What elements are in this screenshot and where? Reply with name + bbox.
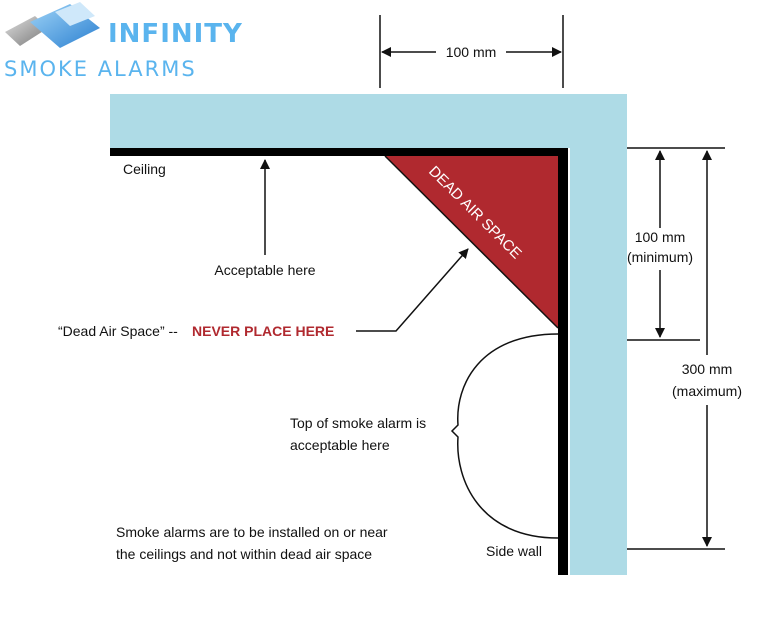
line1-text: INFINITY [108, 19, 243, 49]
top-dimension [379, 15, 564, 88]
min-value-text: 100 mm [635, 229, 686, 245]
line2-text: SMOKE ALARMS [4, 57, 197, 81]
wall-structure [570, 94, 627, 575]
company-logo: INFINITY SMOKE ALARMS [4, 2, 243, 81]
max-value-text: 300 mm [682, 361, 733, 377]
wall-acceptable-line2-text: acceptable here [290, 437, 390, 453]
ceiling-line [110, 148, 568, 156]
acceptable-wall-zone-bracket [450, 333, 559, 539]
note-line2-text: the ceilings and not within dead air spa… [116, 546, 372, 562]
dead-air-prefix-text: “Dead Air Space” -- [58, 323, 178, 339]
max-label-text: (maximum) [672, 383, 742, 399]
acceptable-here-text: Acceptable here [214, 262, 315, 278]
top-dimension-text: 100 mm [446, 44, 497, 60]
right-dimensions [627, 147, 725, 550]
side-wall-line [558, 148, 568, 575]
side-wall-text: Side wall [486, 543, 542, 559]
never-place-here-text: NEVER PLACE HERE [192, 323, 334, 339]
note-line1-text: Smoke alarms are to be installed on or n… [116, 524, 388, 540]
wall-acceptable-line1-text: Top of smoke alarm is [290, 415, 426, 431]
ceiling-structure [110, 94, 627, 148]
min-label-text: (minimum) [627, 249, 693, 265]
ceiling-text: Ceiling [123, 161, 166, 177]
